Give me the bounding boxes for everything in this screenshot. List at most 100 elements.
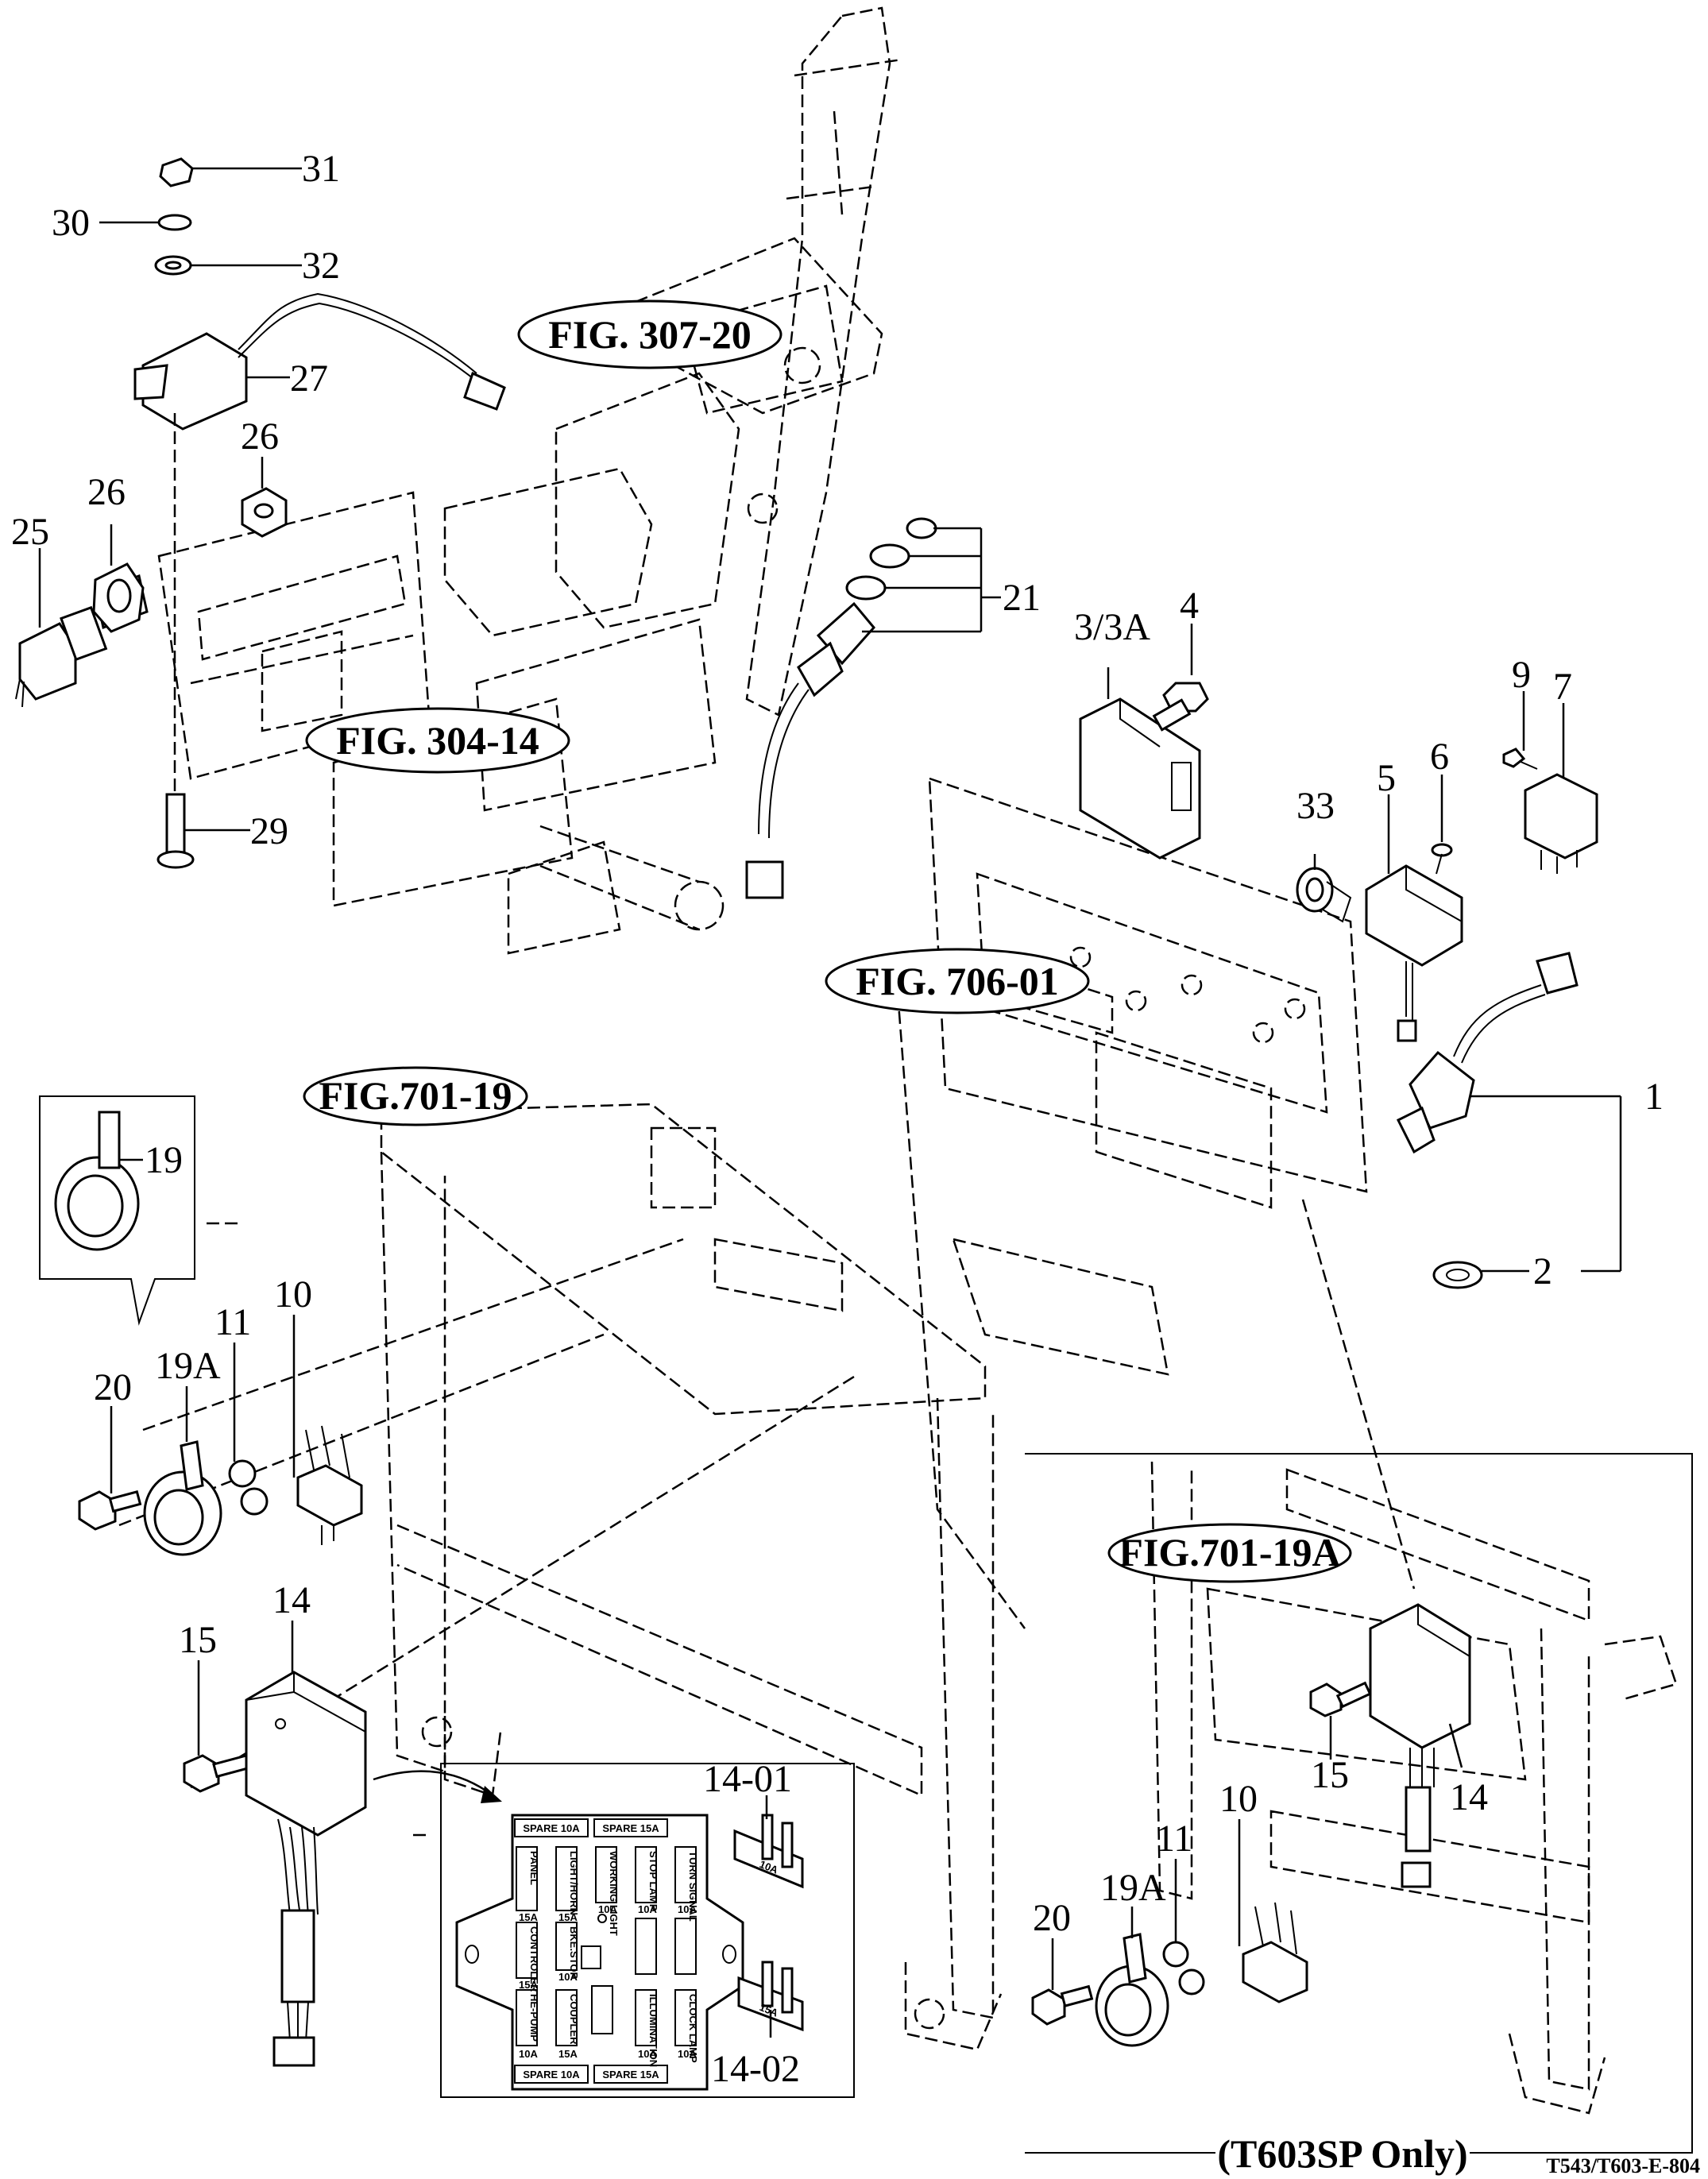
fuse-turn-signal-amp: 10A [678, 1903, 697, 1915]
part-label-30: 30 [52, 202, 90, 244]
part-label-14-02: 14-02 [711, 2048, 800, 2090]
part-label-3: 3/3A [1074, 606, 1150, 648]
fuse-box-text: SPARE 10A SPARE 15A SPARE 10A SPARE 15A … [519, 1822, 780, 2080]
inset-bolt-15 [1309, 1681, 1372, 1717]
screw-6 [1431, 843, 1453, 875]
switch-1 [1396, 952, 1579, 1154]
fig-701-19a-label: FIG.701-19A [1119, 1530, 1340, 1574]
sensor-21 [745, 517, 937, 899]
screw-9 [1502, 748, 1538, 770]
inset-bolts-11 [1162, 1941, 1205, 1995]
inset-part-label-14: 14 [1450, 1776, 1488, 1818]
flasher-5 [1365, 864, 1463, 1042]
fuse-bke-stop: BKE.STOP [568, 1926, 580, 1980]
inset-part-label-15: 15 [1311, 1754, 1349, 1796]
fuse-working-light: WORKING LIGHT [608, 1851, 620, 1936]
part-label-7: 7 [1553, 666, 1572, 708]
main-frame [118, 1103, 1003, 2051]
part-label-15: 15 [179, 1619, 217, 1661]
part-label-14: 14 [272, 1579, 311, 1621]
bolt-29 [157, 793, 195, 869]
fuse-working-light-amp: 10A [598, 1903, 617, 1915]
inset-relay-10 [1242, 1902, 1308, 2003]
horn-19a [143, 1440, 222, 1556]
part-label-27: 27 [290, 357, 328, 400]
part-label-32: 32 [302, 245, 340, 287]
inset-part-label-20: 20 [1033, 1897, 1071, 1939]
module-3 [1079, 697, 1201, 860]
buzzer-33 [1296, 867, 1352, 923]
fuse-panel-amp: 15A [519, 1911, 538, 1923]
part-label-26-upper: 26 [241, 415, 279, 458]
fuse-turn-signal: TURN SIGNAL [687, 1851, 699, 1922]
fuse-stop-lamp-amp: 10A [638, 1903, 657, 1915]
part-label-19: 19 [145, 1139, 183, 1181]
part-label-33: 33 [1296, 785, 1335, 827]
fig-307-20-label: FIG. 307-20 [548, 312, 752, 357]
fuse-spare-10a-bottom: SPARE 10A [523, 2069, 580, 2080]
pedal-bracket [157, 491, 725, 955]
nut-26-lower [92, 562, 145, 633]
part-label-1: 1 [1644, 1076, 1664, 1118]
fuse-clock-lamp: CLOCK LAMP [687, 1994, 699, 2063]
inset-part-label-19a: 19A [1100, 1867, 1166, 1909]
part-labels: 31 30 32 27 26 26 25 29 21 3/3A 4 33 5 6… [11, 148, 1664, 2090]
inset-caption: (T603SP Only) [1217, 2131, 1467, 2176]
fig-701-19-oval: FIG.701-19 [303, 1066, 528, 1126]
part-label-19a: 19A [155, 1345, 221, 1387]
bolt-20 [78, 1490, 142, 1531]
part-label-9: 9 [1512, 654, 1531, 696]
part-label-26-lower: 26 [87, 471, 126, 513]
bolt-15 [183, 1753, 253, 1793]
inset-horn-19a [1095, 1933, 1169, 2047]
part-label-11: 11 [214, 1301, 251, 1343]
relay-10 [296, 1425, 363, 1545]
fig-701-19a-oval: FIG.701-19A [1107, 1523, 1352, 1583]
inset-bolt-20 [1031, 1984, 1094, 2026]
fusebox-14 [245, 1671, 502, 2067]
fuse-stop-lamp: STOP LAMP [647, 1851, 659, 1911]
fuse-he-pump: HE-PUMP [528, 1994, 540, 2042]
fuse-light-horn: LIGHT/HORN [568, 1851, 580, 1915]
bolts-11 [228, 1459, 269, 1516]
fig-706-01-oval: FIG. 706-01 [825, 948, 1090, 1014]
relay-7 [1524, 773, 1598, 874]
part-label-21: 21 [1003, 577, 1041, 619]
fig-701-19-label: FIG.701-19 [319, 1073, 512, 1118]
inset-fusebox-14 [1369, 1603, 1471, 1888]
part-label-20: 20 [94, 1366, 132, 1408]
fig-304-14-oval: FIG. 304-14 [305, 707, 570, 774]
bolt-4 [1152, 682, 1209, 732]
document-id: T543/T603-E-804 [1546, 2154, 1700, 2177]
fuse-spare-15a-bottom: SPARE 15A [602, 2069, 659, 2080]
part-label-25: 25 [11, 511, 49, 553]
fuse-light-horn-amp: 15A [558, 1911, 578, 1923]
part-label-29: 29 [250, 810, 288, 852]
fuse-spare-10a-top: SPARE 10A [523, 1822, 580, 1834]
part-label-14-01: 14-01 [703, 1758, 792, 1800]
switch-27 [133, 292, 506, 431]
fig-706-01-label: FIG. 706-01 [856, 959, 1059, 1003]
inset-part-label-11: 11 [1156, 1818, 1192, 1860]
part-label-4: 4 [1180, 585, 1199, 627]
fuse-coupler-amp: 15A [558, 2048, 578, 2060]
part-label-10: 10 [274, 1273, 312, 1316]
dashboard-panel [896, 777, 1416, 1629]
horn-inset-box [39, 1095, 195, 1326]
fuse-detail-box [440, 1763, 855, 2098]
hardware-stack [154, 157, 194, 276]
part-label-31: 31 [302, 148, 340, 190]
fuse-coupler: COUPLER [568, 1994, 580, 2045]
part-label-6: 6 [1430, 736, 1449, 778]
fuse-bke-stop-amp: 10A [558, 1971, 578, 1983]
fuse-he-pump-amp: 10A [519, 2048, 538, 2060]
part-label-2: 2 [1533, 1250, 1552, 1292]
fuse-controler: CONTROLER [528, 1926, 540, 1992]
fig-307-20-oval: FIG. 307-20 [517, 299, 783, 369]
inset-part-label-10: 10 [1219, 1778, 1258, 1820]
fuse-panel: PANEL [528, 1851, 540, 1885]
fuse-illumination-amp: 10A [638, 2048, 657, 2060]
nut-26-upper [241, 487, 288, 538]
fuse-spare-15a-top: SPARE 15A [602, 1822, 659, 1834]
